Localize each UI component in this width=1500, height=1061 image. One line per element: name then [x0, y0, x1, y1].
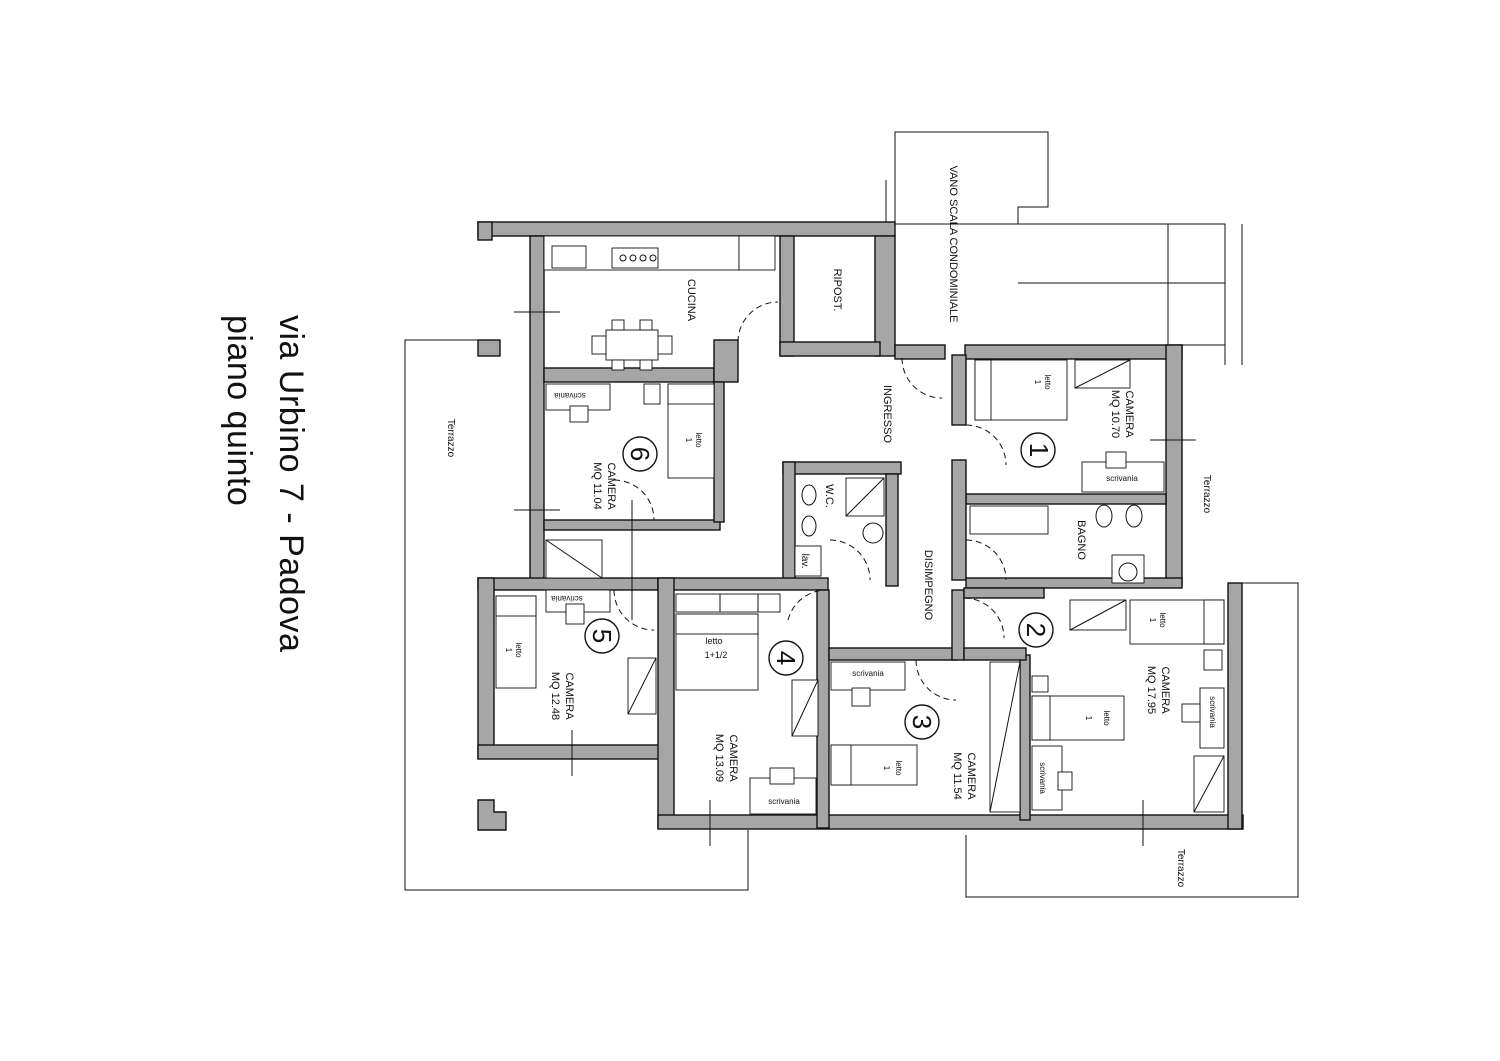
label-lav: lav. [799, 554, 810, 569]
label-terrazzo-left: Terrazzo [445, 419, 456, 458]
camera-3-furniture [830, 661, 1021, 813]
camera-6-badge [622, 436, 658, 472]
label-bagno: BAGNO [1075, 520, 1087, 560]
camera-3-desk: scrivania [852, 669, 884, 678]
camera-6-number: 6 [625, 447, 655, 461]
label-ingresso: INGRESSO [881, 385, 893, 444]
label-ripost: RIPOST. [831, 269, 843, 312]
camera-1-area: MQ 10.70 [1109, 390, 1121, 438]
camera-5-bed-count: 1 [504, 648, 513, 653]
camera-5-bed-label: letto [514, 642, 523, 658]
camera-5-desk: scrivania [551, 594, 583, 603]
camera-1-bed-label: letto [1043, 374, 1052, 390]
camera-3-bed-count: 1 [882, 766, 891, 771]
camera-5-number: 5 [587, 629, 617, 643]
camera-2-area: MQ 17.95 [1145, 666, 1157, 714]
camera-3-badge [904, 704, 940, 740]
label-wc: W.C. [823, 484, 835, 508]
room-labels: CUCINA RIPOST. VANO SCALA CONDOMINIALE I… [445, 166, 1212, 888]
camera-5-area: MQ 12.48 [549, 672, 561, 720]
camera-1-bed-count: 1 [1033, 380, 1042, 385]
door-swings [514, 301, 1196, 846]
kitchen-furniture [543, 235, 776, 371]
camera-2-badge [1018, 612, 1054, 648]
camera-2-furniture [1031, 599, 1225, 813]
camera-5-furniture [495, 589, 657, 715]
camera-3-area: MQ 11.54 [951, 752, 963, 800]
camera-6-name: CAMERA [605, 462, 617, 510]
camera-1-furniture [974, 359, 1165, 493]
camera-labels: 1 CAMERA MQ 10.70 letto 1 scrivania 2 CA… [504, 374, 1217, 806]
camera-6-area: MQ 11.04 [591, 462, 603, 510]
camera-4-number: 4 [771, 651, 801, 665]
label-terrazzo-right: Terrazzo [1201, 475, 1212, 514]
camera-2-bed1-count: 1 [1148, 618, 1157, 623]
camera-4-area: MQ 13.09 [713, 734, 725, 782]
camera-4-desk: scrivania [768, 797, 800, 806]
label-cucina: CUCINA [685, 279, 697, 322]
walls [477, 221, 1244, 831]
camera-2-name: CAMERA [1159, 666, 1171, 714]
bagno-furniture [969, 504, 1145, 584]
camera-2-bed2-label: letto [1102, 710, 1111, 726]
label-disimpegno: DISIMPEGNO [922, 550, 934, 621]
label-vano-scala: VANO SCALA CONDOMINIALE [947, 166, 959, 323]
camera-6-bed-count: 1 [684, 438, 693, 443]
camera-5-badge [584, 618, 620, 654]
camera-2-bed2-count: 1 [1084, 716, 1093, 721]
camera-2-bed1-label: letto [1158, 612, 1167, 628]
camera-6-bed-label: letto [694, 432, 703, 448]
camera-4-bed-label: letto [705, 636, 722, 646]
camera-1-badge [1020, 432, 1056, 468]
camera-1-name: CAMERA [1123, 390, 1135, 438]
stair-core [885, 131, 1226, 365]
camera-4-badge [768, 640, 804, 676]
camera-1-desk: scrivania [1106, 474, 1138, 483]
camera-2-number: 2 [1021, 623, 1051, 637]
camera-2-desk-2: scrivania [1038, 762, 1047, 794]
camera-6-furniture [545, 383, 715, 579]
camera-3-number: 3 [907, 715, 937, 729]
camera-4-bed-count: 1+1/2 [705, 650, 728, 660]
label-terrazzo-bottom: Terrazzo [1175, 849, 1186, 888]
camera-6-desk: scrivania [554, 391, 586, 400]
camera-3-bed-label: letto [894, 760, 903, 776]
camera-1-number: 1 [1024, 443, 1054, 457]
camera-2-desk-1: scrivania [1208, 696, 1217, 728]
wc-furniture [794, 477, 885, 577]
camera-5-name: CAMERA [563, 672, 575, 720]
camera-3-name: CAMERA [965, 752, 977, 800]
camera-4-furniture [675, 593, 819, 815]
camera-4-name: CAMERA [727, 734, 739, 782]
